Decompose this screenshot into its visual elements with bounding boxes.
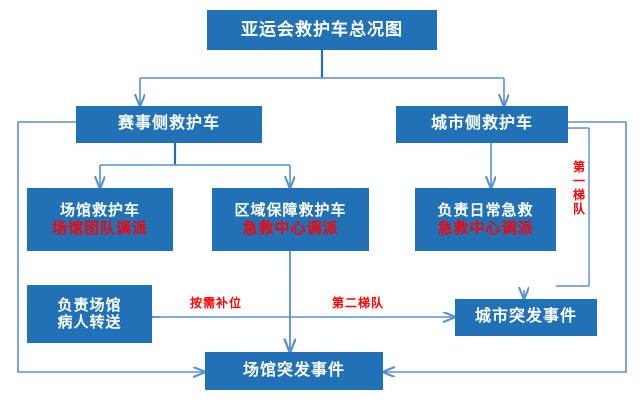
node-patient-transfer-line1: 负责场馆: [57, 296, 122, 314]
node-region-ambulance-line1: 区域保障救护车: [234, 202, 347, 220]
edge-transfer-city-event-bidirectional: [144, 314, 465, 321]
node-root-label: 亚运会救护车总况图: [241, 20, 403, 40]
node-daily-ambulance-line1: 负责日常急救: [437, 202, 534, 220]
edge-label-second-echelon: 第二梯队: [332, 296, 385, 310]
node-venue-emergency-label: 场馆突发事件: [242, 361, 345, 379]
node-event-side[interactable]: 赛事侧救护车: [76, 106, 262, 143]
node-root[interactable]: 亚运会救护车总况图: [207, 10, 437, 50]
node-region-ambulance-line2: 急救中心调派: [242, 219, 339, 237]
node-daily-ambulance-line2: 急救中心调派: [437, 219, 534, 237]
node-city-side-label: 城市侧救护车: [430, 115, 533, 133]
node-city-side[interactable]: 城市侧救护车: [396, 106, 568, 143]
node-patient-transfer-line2: 病人转送: [57, 314, 122, 331]
first-echelon-char-3: 梯: [572, 188, 585, 203]
node-venue-ambulance-line2: 场馆团队调派: [51, 219, 148, 237]
node-venue-ambulance-line1: 场馆救护车: [59, 202, 140, 220]
node-venue-emergency[interactable]: 场馆突发事件: [205, 352, 383, 390]
first-echelon-char-2: 一: [572, 174, 585, 189]
edge-label-first-echelon: 第 一 梯 队: [572, 160, 586, 217]
node-city-emergency-label: 城市突发事件: [474, 308, 577, 326]
first-echelon-char-1: 第: [572, 160, 585, 174]
node-daily-ambulance[interactable]: 负责日常急救 急救中心调派: [415, 188, 556, 251]
node-event-side-label: 赛事侧救护车: [117, 115, 220, 133]
node-region-ambulance[interactable]: 区域保障救护车 急救中心调派: [212, 188, 369, 251]
first-echelon-char-4: 队: [572, 202, 585, 217]
node-city-emergency[interactable]: 城市突发事件: [455, 299, 597, 336]
node-venue-ambulance[interactable]: 场馆救护车 场馆团队调派: [27, 188, 173, 251]
edge-label-on-demand: 按需补位: [190, 296, 243, 310]
edge-event-side-to-children: [100, 143, 290, 188]
edge-root-to-children: [140, 50, 504, 106]
node-patient-transfer[interactable]: 负责场馆 病人转送: [27, 285, 152, 343]
